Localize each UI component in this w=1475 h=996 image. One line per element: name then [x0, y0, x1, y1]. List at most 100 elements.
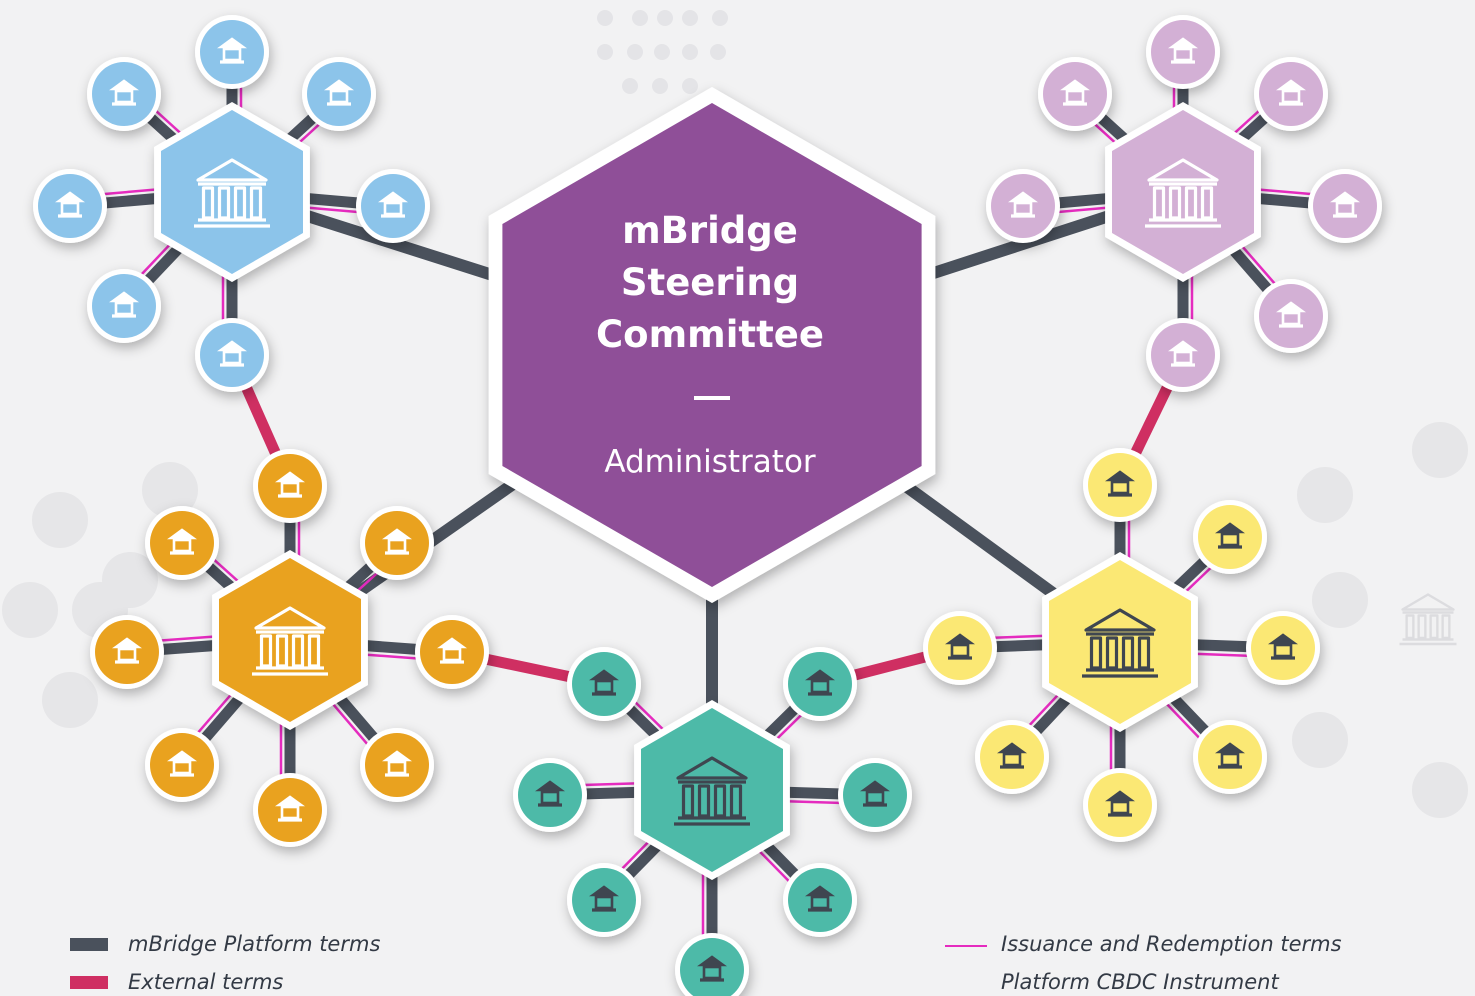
legend-external-label: External terms — [128, 970, 284, 994]
participant-purple-6 — [1043, 62, 1107, 126]
participant-bank-icon-purple-2 — [1330, 191, 1360, 218]
hub-bank-icon-orange — [252, 606, 328, 676]
participant-bank-icon-orange-1 — [382, 528, 412, 555]
participant-bank-icon-purple-4 — [1168, 340, 1198, 367]
participant-bank-icon-teal-0 — [589, 669, 619, 696]
participant-teal-5 — [572, 868, 636, 932]
participant-bank-icon-blue-0 — [217, 37, 247, 64]
participant-bank-icon-orange-5 — [167, 750, 197, 777]
bg-dot-1 — [632, 10, 648, 26]
bg-dot-11 — [652, 78, 668, 94]
participant-bank-icon-purple-6 — [1060, 79, 1090, 106]
participant-purple-2 — [1313, 174, 1377, 238]
bg-dot-10 — [622, 78, 638, 94]
bg-dot-12 — [682, 78, 698, 94]
hub-bank-icon-teal — [674, 756, 750, 826]
participant-yellow-2 — [1251, 616, 1315, 680]
participant-bank-icon-teal-1 — [805, 669, 835, 696]
bg-dot-2 — [657, 10, 673, 26]
center-hexagon — [502, 103, 922, 587]
participant-yellow-4 — [1088, 773, 1152, 837]
participant-blue-2 — [361, 174, 425, 238]
hub-hexagon-teal — [641, 708, 783, 872]
participant-orange-2 — [420, 620, 484, 684]
hub-hexagon-orange — [219, 558, 361, 722]
participant-orange-1 — [365, 511, 429, 575]
bg-dot-8 — [682, 44, 698, 60]
participant-purple-3 — [1259, 284, 1323, 348]
legend-issuance-label: Issuance and Redemption terms — [1001, 932, 1342, 956]
participant-bank-icon-orange-3 — [382, 750, 412, 777]
participant-bank-icon-yellow-6 — [945, 633, 975, 660]
bg-node-0 — [32, 492, 88, 548]
hub-hexagon-yellow — [1049, 560, 1191, 724]
center-divider — [694, 396, 730, 400]
bg-dot-9 — [710, 44, 726, 60]
bg-node-3 — [102, 552, 158, 608]
hub-hexagon-blue — [161, 110, 303, 274]
participant-bank-icon-purple-1 — [1276, 79, 1306, 106]
participant-bank-icon-orange-6 — [112, 637, 142, 664]
legend-external-swatch — [70, 976, 108, 989]
participant-yellow-3 — [1198, 725, 1262, 789]
bg-node-2 — [142, 462, 198, 518]
bg-bank-icon — [1399, 593, 1457, 646]
participant-orange-5 — [150, 733, 214, 797]
bg-node-10 — [1412, 762, 1468, 818]
participant-bank-icon-purple-3 — [1276, 301, 1306, 328]
bg-dot-6 — [627, 44, 643, 60]
participant-purple-1 — [1259, 62, 1323, 126]
participant-bank-icon-blue-3 — [217, 340, 247, 367]
center-subtitle: Administrator — [604, 444, 816, 480]
center-title: mBridge Steering Committee — [560, 205, 860, 361]
participant-bank-icon-yellow-2 — [1268, 633, 1298, 660]
participant-teal-2 — [843, 763, 907, 827]
bg-dot-7 — [654, 44, 670, 60]
bg-node-9 — [1292, 712, 1348, 768]
center-title-line-3: Committee — [596, 313, 824, 356]
participant-blue-4 — [92, 274, 156, 338]
legend-issuance-swatch — [945, 945, 987, 947]
participant-blue-0 — [200, 20, 264, 84]
participant-bank-icon-teal-3 — [805, 885, 835, 912]
hub-hexagon-purple — [1112, 110, 1254, 274]
participant-orange-7 — [150, 511, 214, 575]
participant-purple-4 — [1151, 323, 1215, 387]
participant-teal-1 — [788, 652, 852, 716]
bg-node-6 — [1412, 422, 1468, 478]
hub-bank-icon-purple — [1145, 158, 1221, 228]
bg-node-8 — [1312, 572, 1368, 628]
participant-teal-3 — [788, 868, 852, 932]
legend-platform-swatch — [70, 938, 108, 951]
participant-bank-icon-orange-7 — [167, 528, 197, 555]
legend-platform-label: mBridge Platform terms — [128, 932, 381, 956]
participant-blue-1 — [307, 62, 371, 126]
participant-yellow-6 — [928, 616, 992, 680]
center-title-line-1: mBridge — [622, 209, 798, 252]
center-title-line-2: Steering — [620, 261, 800, 304]
legend-instrument-label: Platform CBDC Instrument — [1001, 970, 1279, 994]
participant-bank-icon-yellow-4 — [1105, 790, 1135, 817]
bg-node-5 — [42, 672, 98, 728]
participant-blue-3 — [200, 323, 264, 387]
bg-dot-5 — [597, 44, 613, 60]
participant-bank-icon-orange-2 — [437, 637, 467, 664]
bg-node-4 — [2, 582, 58, 638]
bg-dot-4 — [712, 10, 728, 26]
participant-bank-icon-orange-0 — [275, 471, 305, 498]
bg-dot-0 — [597, 10, 613, 26]
participant-yellow-1 — [1198, 505, 1262, 569]
participant-bank-icon-blue-1 — [324, 79, 354, 106]
participant-orange-0 — [258, 454, 322, 518]
participant-teal-6 — [518, 763, 582, 827]
participant-bank-icon-blue-5 — [55, 191, 85, 218]
participant-bank-icon-orange-4 — [275, 795, 305, 822]
participant-yellow-0 — [1088, 453, 1152, 517]
participant-bank-icon-blue-6 — [109, 79, 139, 106]
participant-blue-6 — [92, 62, 156, 126]
participant-bank-icon-purple-0 — [1168, 37, 1198, 64]
participant-bank-icon-teal-2 — [860, 780, 890, 807]
participant-bank-icon-yellow-0 — [1105, 470, 1135, 497]
participant-bank-icon-yellow-1 — [1215, 522, 1245, 549]
